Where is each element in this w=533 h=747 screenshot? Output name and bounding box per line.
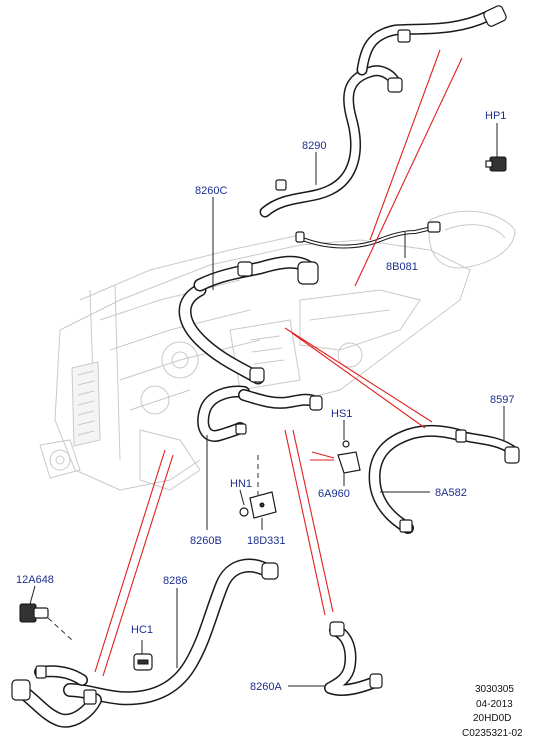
label-8260a: 8260A xyxy=(250,681,282,693)
hose-8260c xyxy=(178,255,319,385)
label-hp1: HP1 xyxy=(485,110,506,122)
label-hc1: HC1 xyxy=(131,624,153,636)
label-hn1: HN1 xyxy=(230,478,252,490)
sensor-12a648 xyxy=(19,603,49,623)
clip-6a960 xyxy=(337,440,361,474)
footer-line-3: 20HD0D xyxy=(473,713,511,724)
footer-line-1: 3030305 xyxy=(475,684,514,695)
clip-hc1 xyxy=(133,653,153,671)
engine-outline xyxy=(39,210,516,491)
label-6a960: 6A960 xyxy=(318,488,350,500)
pipe-8b081 xyxy=(295,221,441,249)
label-8260b: 8260B xyxy=(190,535,222,547)
hose-8260a xyxy=(324,621,383,696)
footer-line-2: 04-2013 xyxy=(476,699,513,710)
hose-junction xyxy=(11,665,102,728)
label-8290: 8290 xyxy=(302,140,326,152)
bracket-18d331 xyxy=(239,491,277,519)
hp1-sensor xyxy=(485,156,507,172)
footer-line-4: C0235321-02 xyxy=(462,728,523,739)
label-18d331: 18D331 xyxy=(247,535,286,547)
footer-reference: 3030305 04-2013 20HD0D C0235321-02 xyxy=(462,684,523,739)
label-8597: 8597 xyxy=(490,394,514,406)
red-callout-lines xyxy=(94,49,463,677)
label-12a648: 12A648 xyxy=(16,574,54,586)
label-8b081: 8B081 xyxy=(386,261,418,273)
hose-8290 xyxy=(259,5,507,218)
part-labels: HP1 8290 8260C 8B081 8597 HS1 6A960 8A58… xyxy=(16,110,514,693)
leader-lines xyxy=(29,123,505,687)
hose-8286 xyxy=(63,558,279,706)
label-8260c: 8260C xyxy=(195,185,227,197)
hose-8260b xyxy=(197,385,323,442)
sensor-dashline xyxy=(47,617,73,641)
label-hs1: HS1 xyxy=(331,408,352,420)
hose-8a582 xyxy=(368,424,520,534)
label-8286: 8286 xyxy=(163,575,187,587)
label-8a582: 8A582 xyxy=(435,487,467,499)
